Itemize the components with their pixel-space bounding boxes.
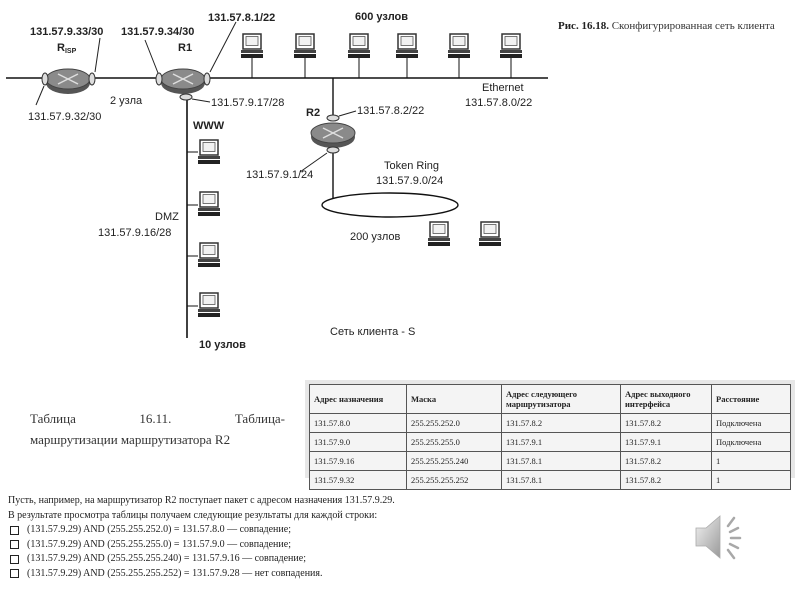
label-600-hosts: 600 узлов — [355, 11, 408, 23]
cell: Подключена — [711, 432, 791, 452]
cell: 131.57.9.16 — [309, 451, 407, 471]
pc-icon — [187, 191, 221, 217]
list-item: (131.57.9.29) AND (255.255.252.0) = 131.… — [8, 523, 395, 538]
table-row: 131.57.9.32 255.255.255.252 131.57.8.1 1… — [309, 470, 791, 490]
label-dmz: DMZ — [155, 211, 179, 223]
pc-icon — [347, 33, 371, 78]
example-intro-2: В результате просмотра таблицы получаем … — [8, 509, 378, 521]
example-text: Пусть, например, на маршрутизатор R2 пос… — [8, 494, 395, 581]
label-10-hosts: 10 узлов — [199, 339, 246, 351]
list-item-text: (131.57.9.29) AND (255.255.255.252) = 13… — [27, 567, 323, 579]
cell: 131.57.9.1 — [620, 432, 712, 452]
cell: 131.57.8.0 — [309, 413, 407, 433]
table-caption-line2: маршрутизации маршрутизатора R2 — [30, 432, 231, 447]
label-r1-wan: 131.57.9.34/30 — [121, 26, 194, 38]
cell: 1 — [711, 470, 791, 490]
checkbox-bullet-icon — [10, 569, 19, 579]
pc-icon — [427, 221, 451, 247]
pc-icon — [447, 33, 471, 78]
cell: 131.57.8.2 — [620, 470, 712, 490]
cell: 131.57.9.32 — [309, 470, 407, 490]
cell: 131.57.8.2 — [501, 413, 621, 433]
label-isp-left: 131.57.9.32/30 — [28, 111, 101, 123]
list-item-text: (131.57.9.29) AND (255.255.255.240) = 13… — [27, 553, 306, 564]
speaker-icon — [695, 515, 742, 560]
label-r1-dmz: 131.57.9.17/28 — [211, 97, 284, 109]
header-next-hop: Адрес следующего маршрутизатора — [501, 384, 621, 414]
pc-icon — [240, 33, 264, 78]
label-r-isp: RISP — [57, 42, 77, 55]
label-dmz-net: 131.57.9.16/28 — [98, 227, 171, 239]
label-r2-tr: 131.57.9.1/24 — [246, 169, 313, 181]
cell: 255.255.255.0 — [406, 432, 502, 452]
label-r2-eth: 131.57.8.2/22 — [357, 105, 424, 117]
label-ethernet: Ethernet — [482, 82, 524, 94]
label-2-hosts: 2 узла — [110, 95, 143, 107]
list-item-text: (131.57.9.29) AND (255.255.252.0) = 131.… — [27, 524, 291, 535]
routing-table: Адрес назначения Маска Адрес следующего … — [309, 384, 791, 490]
router-isp-icon — [45, 68, 91, 95]
table-caption: Таблица 16.11. Таблица- маршрутизации ма… — [30, 408, 285, 450]
header-destination: Адрес назначения — [309, 384, 407, 414]
list-item: (131.57.9.29) AND (255.255.255.240) = 13… — [8, 552, 395, 567]
table-caption-line1: Таблица 16.11. Таблица- — [30, 411, 285, 426]
pc-icon — [478, 221, 502, 247]
checkbox-bullet-icon — [10, 540, 19, 550]
figure-number: Рис. 16.18. — [558, 20, 609, 32]
token-ring — [321, 192, 459, 218]
label-token-ring: Token Ring — [384, 160, 439, 172]
example-intro-1: Пусть, например, на маршрутизатор R2 пос… — [8, 495, 395, 506]
figure-title: Сконфигурированная сеть клиента — [611, 20, 775, 32]
label-r2: R2 — [306, 107, 320, 119]
header-distance: Расстояние — [711, 384, 791, 414]
table-row: 131.57.9.0 255.255.255.0 131.57.9.1 131.… — [309, 432, 791, 452]
label-r1: R1 — [178, 42, 192, 54]
cell: 255.255.255.252 — [406, 470, 502, 490]
router-r2-icon — [310, 122, 356, 149]
cell: 131.57.8.2 — [620, 451, 712, 471]
label-isp-addr: 131.57.9.33/30 — [30, 26, 103, 38]
label-client-net: Сеть клиента - S — [330, 326, 415, 338]
audio-button[interactable] — [692, 512, 750, 562]
label-token-ring-net: 131.57.9.0/24 — [376, 175, 443, 187]
table-header-row: Адрес назначения Маска Адрес следующего … — [309, 384, 791, 414]
cell: 131.57.8.1 — [501, 451, 621, 471]
header-mask: Маска — [406, 384, 502, 414]
network-diagram: 131.57.9.33/30 RISP 131.57.9.34/30 R1 13… — [6, 11, 548, 351]
cell: 131.57.9.0 — [309, 432, 407, 452]
table-row: 131.57.9.16 255.255.255.240 131.57.8.1 1… — [309, 451, 791, 471]
pc-icon — [187, 292, 221, 318]
routing-table-image: Адрес назначения Маска Адрес следующего … — [305, 380, 795, 490]
pc-icon — [395, 33, 419, 78]
label-ethernet-net: 131.57.8.0/22 — [465, 97, 532, 109]
cell: Подключена — [711, 413, 791, 433]
router-r1-icon — [160, 68, 206, 95]
table-row: 131.57.8.0 255.255.252.0 131.57.8.2 131.… — [309, 413, 791, 433]
cell: 131.57.8.1 — [501, 470, 621, 490]
pc-icon — [499, 33, 523, 78]
cell: 255.255.252.0 — [406, 413, 502, 433]
header-out-interface: Адрес выходного интерфейса — [620, 384, 712, 414]
label-r1-lan: 131.57.8.1/22 — [208, 12, 275, 24]
cell: 131.57.8.2 — [620, 413, 712, 433]
list-item-text: (131.57.9.29) AND (255.255.255.0) = 131.… — [27, 538, 291, 550]
checkbox-bullet-icon — [10, 554, 19, 564]
checkbox-bullet-icon — [10, 525, 19, 535]
figure-caption: Рис. 16.18. Сконфигурированная сеть клие… — [558, 16, 788, 36]
cell: 255.255.255.240 — [406, 451, 502, 471]
cell: 131.57.9.1 — [501, 432, 621, 452]
label-www: WWW — [193, 120, 225, 132]
pc-icon — [187, 139, 221, 165]
list-item: (131.57.9.29) AND (255.255.255.0) = 131.… — [8, 538, 395, 553]
pc-icon — [293, 33, 317, 78]
list-item: (131.57.9.29) AND (255.255.255.252) = 13… — [8, 567, 395, 582]
label-200-hosts: 200 узлов — [350, 231, 400, 243]
cell: 1 — [711, 451, 791, 471]
pc-icon — [187, 242, 221, 268]
